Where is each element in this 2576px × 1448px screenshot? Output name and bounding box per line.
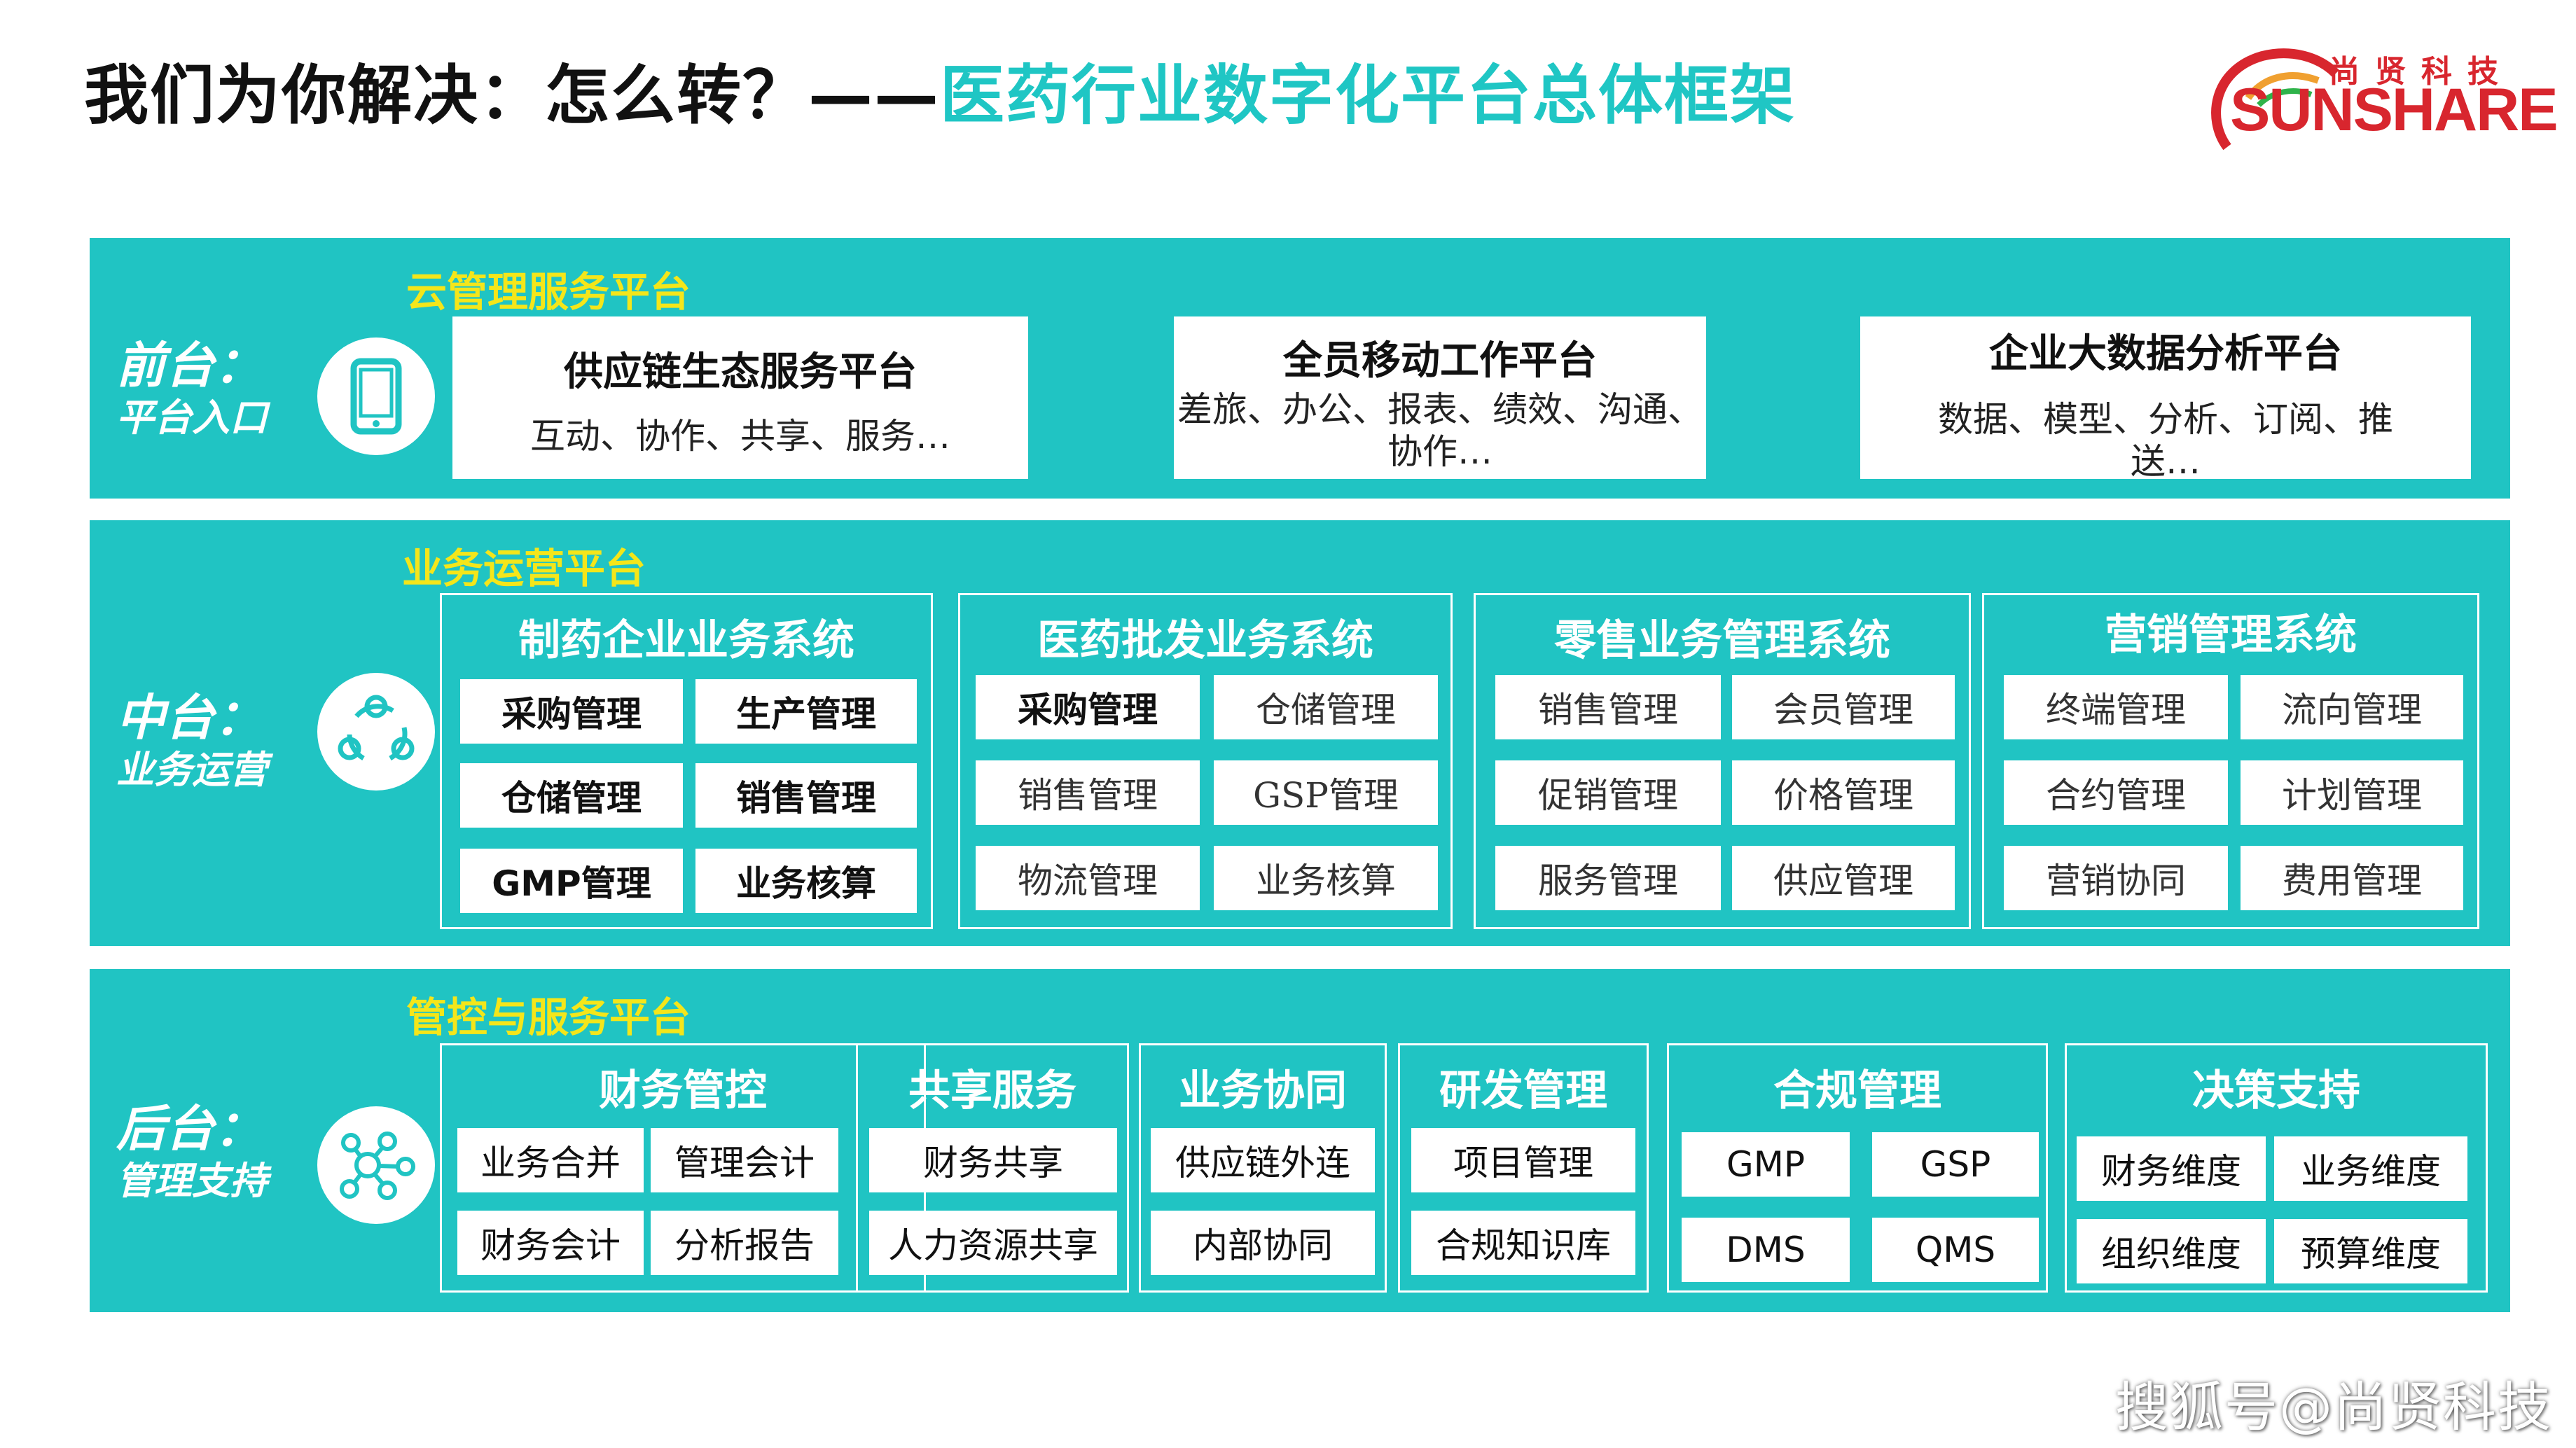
back-band-title: 管控与服务平台 <box>406 994 691 1041</box>
group-title: 研发管理 <box>1439 1066 1607 1115</box>
front-card-big-data[interactable]: 企业大数据分析平台 数据、模型、分析、订阅、推送… <box>1860 316 2471 482</box>
module-item[interactable]: GMP管理 <box>460 849 683 913</box>
module-item[interactable]: 会员管理 <box>1732 675 1955 739</box>
logo-swoosh-icon <box>2211 48 2339 151</box>
module-item[interactable]: 销售管理 <box>695 763 917 828</box>
middle-group-marketing: 营销管理系统 终端管理 流向管理 合约管理 计划管理 营销协同 费用管理 <box>1982 593 2479 929</box>
module-item[interactable]: 物流管理 <box>976 846 1200 910</box>
module-item[interactable]: 采购管理 <box>976 675 1200 739</box>
group-title: 决策支持 <box>2192 1066 2360 1115</box>
logo-english: SUNSHARE <box>2230 76 2558 144</box>
logo-chinese: 尚贤科技 <box>2329 54 2514 90</box>
module-item[interactable]: 营销协同 <box>2004 846 2228 910</box>
front-card-subtitle: 数据、模型、分析、订阅、推送… <box>1938 399 2393 482</box>
module-item[interactable]: 销售管理 <box>1495 675 1721 739</box>
module-item[interactable]: 人力资源共享 <box>869 1211 1117 1275</box>
front-card-title: 供应链生态服务平台 <box>564 349 917 395</box>
middle-group-retail: 零售业务管理系统 销售管理 会员管理 促销管理 价格管理 服务管理 供应管理 <box>1474 593 1971 929</box>
back-side-label: 后台： 管理支持 <box>116 1099 268 1204</box>
back-group-rnd: 研发管理 项目管理 合规知识库 <box>1398 1043 1649 1293</box>
back-group-finance-control: 财务管控 业务合并 管理会计 财务会计 分析报告 <box>440 1043 926 1293</box>
source-watermark: 搜狐号@尚贤科技 <box>2115 1376 2552 1438</box>
module-item[interactable]: 合规知识库 <box>1411 1211 1635 1275</box>
page-title: 我们为你解决：怎么转？——医药行业数字化平台总体框架 <box>84 43 1796 137</box>
group-title: 财务管控 <box>599 1066 767 1115</box>
module-item[interactable]: GSP管理 <box>1214 760 1438 825</box>
module-item[interactable]: 财务维度 <box>2077 1136 2266 1201</box>
molecule-network-icon <box>317 1106 435 1224</box>
middle-side-label: 中台： 业务运营 <box>116 688 268 793</box>
module-item[interactable]: 内部协同 <box>1151 1211 1375 1275</box>
front-label-sub: 平台入口 <box>116 396 268 440</box>
front-card-supply-chain[interactable]: 供应链生态服务平台 互动、协作、共享、服务… <box>452 316 1028 479</box>
title-question: 我们为你解决：怎么转？—— <box>84 58 941 133</box>
front-card-subtitle: 互动、协作、共享、服务… <box>530 416 950 457</box>
front-side-label: 前台： 平台入口 <box>116 336 268 441</box>
group-title: 营销管理系统 <box>2105 611 2357 660</box>
middle-label-sub: 业务运营 <box>116 748 268 792</box>
front-card-mobile-work[interactable]: 全员移动工作平台 差旅、办公、报表、绩效、沟通、协作… <box>1174 316 1706 479</box>
module-item[interactable]: 财务会计 <box>457 1211 644 1275</box>
module-item[interactable]: 预算维度 <box>2274 1219 2467 1283</box>
module-item[interactable]: QMS <box>1872 1218 2039 1282</box>
back-label-main: 后台： <box>116 1100 263 1157</box>
back-group-shared-services: 共享服务 财务共享 人力资源共享 <box>856 1043 1129 1293</box>
front-platform-band: 云管理服务平台 前台： 平台入口 供应链生态服务平台 互动、协作、共享、服务… … <box>90 238 2510 499</box>
middle-band-title: 业务运营平台 <box>402 545 646 592</box>
group-title: 共享服务 <box>908 1066 1076 1115</box>
back-label-sub: 管理支持 <box>116 1159 268 1203</box>
module-item[interactable]: 管理会计 <box>651 1128 838 1192</box>
module-item[interactable]: 销售管理 <box>976 760 1200 825</box>
module-item[interactable]: 终端管理 <box>2004 675 2228 739</box>
middle-group-wholesale: 医药批发业务系统 采购管理 仓储管理 销售管理 GSP管理 物流管理 业务核算 <box>958 593 1453 929</box>
module-item[interactable]: 业务核算 <box>695 849 917 913</box>
module-item[interactable]: 合约管理 <box>2004 760 2228 825</box>
group-title: 制药企业业务系统 <box>518 616 854 665</box>
module-item[interactable]: 价格管理 <box>1732 760 1955 825</box>
module-item[interactable]: DMS <box>1682 1218 1850 1282</box>
front-band-title: 云管理服务平台 <box>406 268 691 316</box>
group-title: 合规管理 <box>1773 1066 1941 1115</box>
module-item[interactable]: 项目管理 <box>1411 1128 1635 1192</box>
module-item[interactable]: 费用管理 <box>2241 846 2463 910</box>
module-item[interactable]: GMP <box>1682 1132 1850 1197</box>
module-item[interactable]: 组织维度 <box>2077 1219 2266 1283</box>
module-item[interactable]: 业务合并 <box>457 1128 644 1192</box>
back-group-business-collab: 业务协同 供应链外连 内部协同 <box>1139 1043 1387 1293</box>
module-item[interactable]: 供应管理 <box>1732 846 1955 910</box>
module-item[interactable]: 流向管理 <box>2241 675 2463 739</box>
back-platform-band: 管控与服务平台 后台： 管理支持 财务管控 业务合并 管理会计 财务 <box>90 969 2510 1312</box>
module-item[interactable]: 仓储管理 <box>460 763 683 828</box>
middle-label-main: 中台： <box>116 689 263 746</box>
company-logo: 尚贤科技 SUNSHARE <box>2206 42 2558 154</box>
module-item[interactable]: 业务核算 <box>1214 846 1438 910</box>
back-group-decision-support: 决策支持 财务维度 业务维度 组织维度 预算维度 <box>2065 1043 2488 1293</box>
share-network-icon <box>317 673 435 791</box>
group-title: 医药批发业务系统 <box>1037 616 1373 665</box>
module-item[interactable]: 业务维度 <box>2274 1136 2467 1201</box>
module-item[interactable]: 财务共享 <box>869 1128 1117 1192</box>
middle-platform-band: 业务运营平台 中台： 业务运营 制药企业业务系统 采购管理 生产管理 仓储管理 … <box>90 520 2510 946</box>
module-item[interactable]: 促销管理 <box>1495 760 1721 825</box>
front-card-subtitle: 差旅、办公、报表、绩效、沟通、协作… <box>1177 389 1703 472</box>
title-topic: 医药行业数字化平台总体框架 <box>940 58 1796 133</box>
front-card-title: 企业大数据分析平台 <box>1989 331 2342 377</box>
group-title: 零售业务管理系统 <box>1554 616 1890 665</box>
module-item[interactable]: 仓储管理 <box>1214 675 1438 739</box>
tablet-icon <box>317 337 435 455</box>
module-item[interactable]: GSP <box>1872 1132 2039 1197</box>
module-item[interactable]: 分析报告 <box>651 1211 838 1275</box>
back-group-compliance: 合规管理 GMP GSP DMS QMS <box>1667 1043 2048 1293</box>
module-item[interactable]: 供应链外连 <box>1151 1128 1375 1192</box>
middle-group-pharma: 制药企业业务系统 采购管理 生产管理 仓储管理 销售管理 GMP管理 业务核算 <box>440 593 933 929</box>
front-label-main: 前台： <box>116 337 263 394</box>
module-item[interactable]: 生产管理 <box>695 679 917 744</box>
front-card-title: 全员移动工作平台 <box>1283 338 1597 384</box>
module-item[interactable]: 服务管理 <box>1495 846 1721 910</box>
group-title: 业务协同 <box>1179 1066 1347 1115</box>
module-item[interactable]: 采购管理 <box>460 679 683 744</box>
module-item[interactable]: 计划管理 <box>2241 760 2463 825</box>
